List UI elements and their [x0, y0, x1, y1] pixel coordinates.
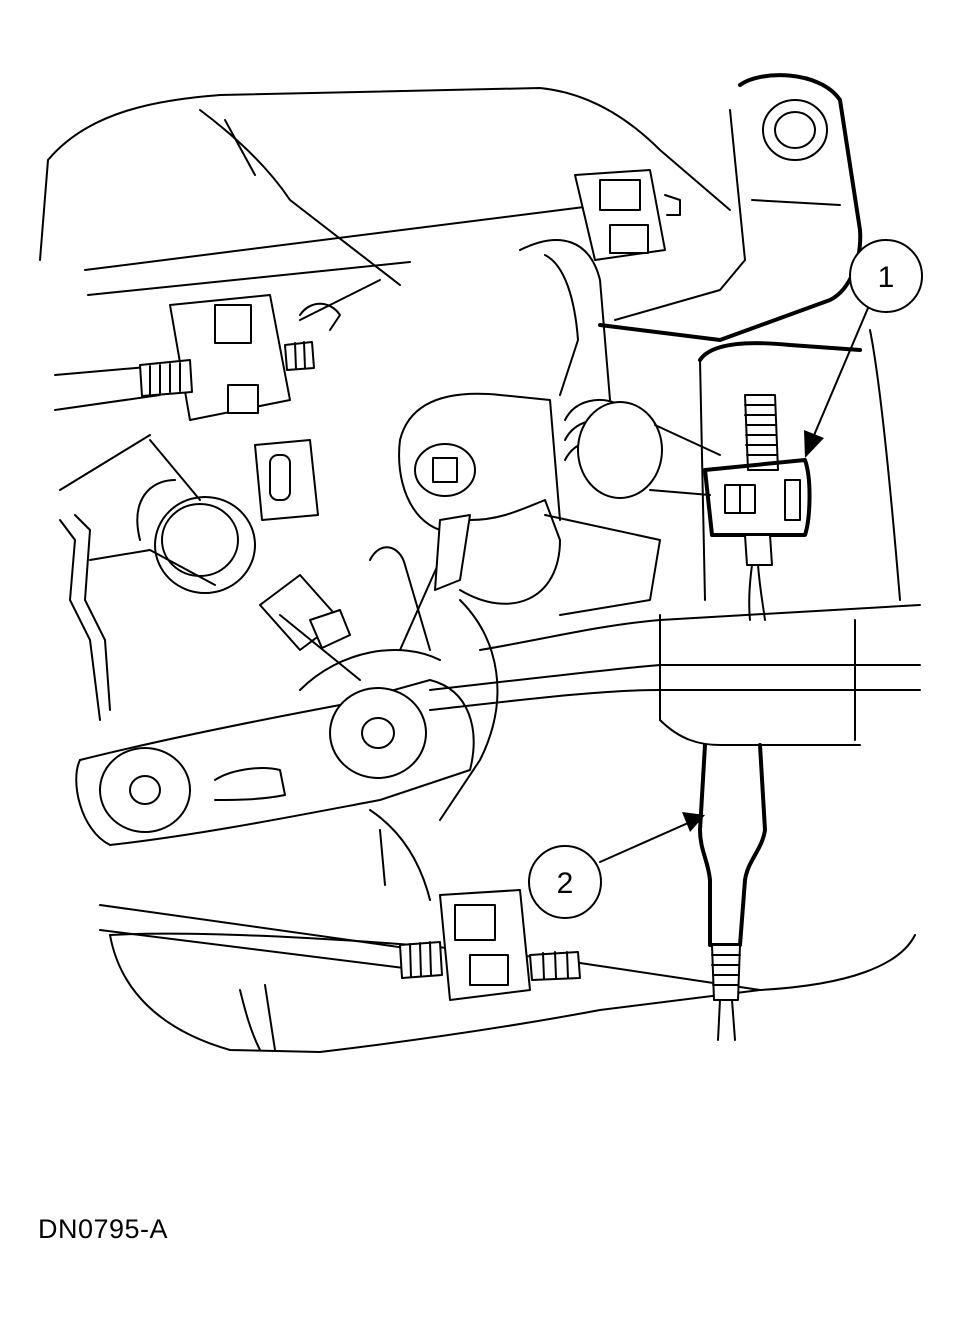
- sensor-switch: [259, 574, 361, 681]
- callout-1-leader: [811, 307, 869, 441]
- adjuster-clip: [703, 394, 812, 621]
- figure-id-label: DN0795-A: [38, 1214, 169, 1244]
- cross-member: [429, 604, 921, 746]
- top-clip: [574, 169, 681, 261]
- central-lever: [398, 239, 611, 605]
- callout-1: 1: [804, 239, 923, 458]
- callout-2-leader: [599, 822, 689, 863]
- pedal-arm: [75, 514, 475, 846]
- callout-2: 2: [528, 812, 705, 919]
- callout-2-arrowhead: [682, 812, 705, 832]
- callout-2-number: 2: [557, 867, 574, 900]
- left-pivot: [59, 439, 319, 721]
- callout-1-arrowhead: [804, 430, 824, 458]
- callout-1-number: 1: [878, 261, 895, 294]
- lower-rod-clip: [99, 889, 581, 1051]
- cable-assembly: [698, 743, 767, 1041]
- right-bracket: [598, 73, 863, 601]
- upper-rods: [54, 109, 601, 491]
- left-upper-clip: [139, 294, 341, 421]
- pivot-spring-assembly: [544, 399, 721, 616]
- lower-guide: [369, 546, 499, 901]
